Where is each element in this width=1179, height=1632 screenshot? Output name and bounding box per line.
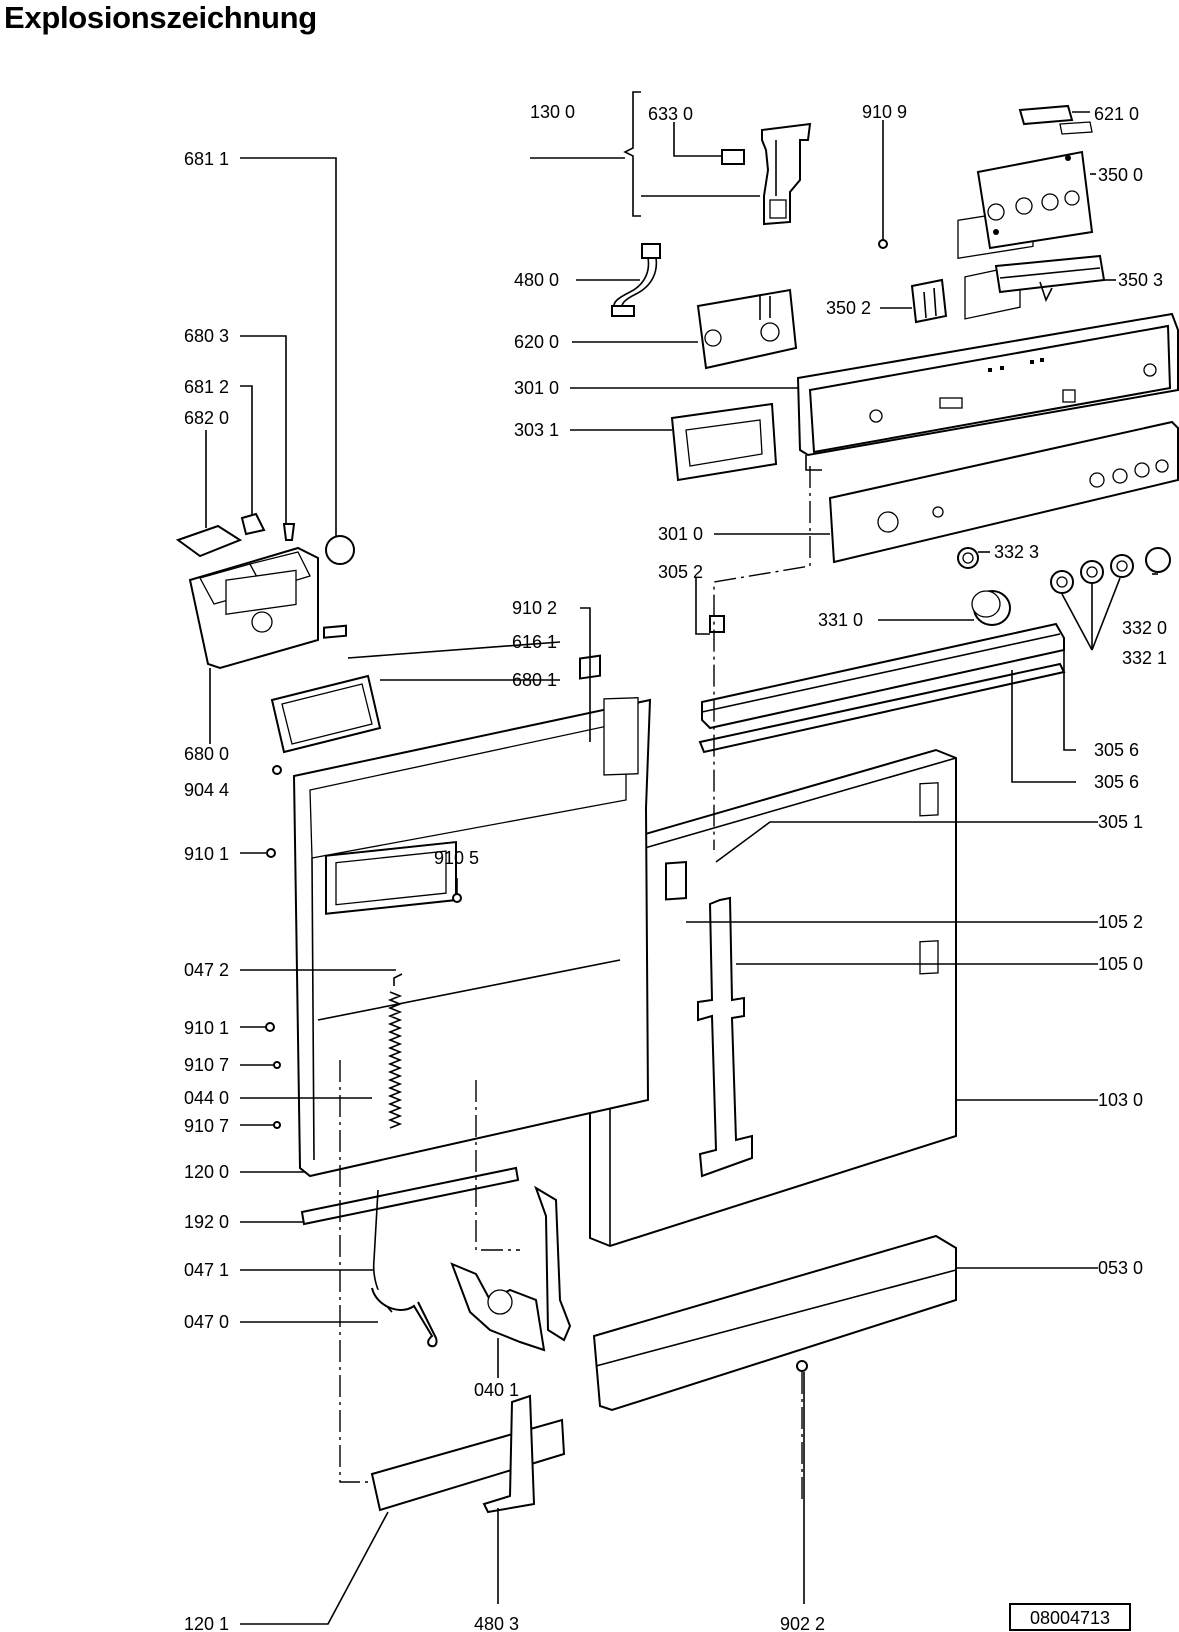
part-label: 902 2 (780, 1614, 825, 1632)
knob-3310 (971, 590, 1011, 626)
assembly-line-a (713, 466, 811, 850)
part-label: 910 1 (184, 844, 229, 864)
part-label: 105 0 (1098, 954, 1143, 974)
part-label: 047 1 (184, 1260, 229, 1280)
screw-9105 (452, 893, 462, 903)
push-buttons-3321 (1050, 554, 1134, 594)
clip-1052 (665, 860, 687, 901)
part-label: 616 1 (512, 632, 557, 652)
part-label: 680 3 (184, 326, 229, 346)
assembly-line-b (339, 1060, 372, 1483)
part-label: 480 3 (474, 1614, 519, 1632)
detergent-dispenser (188, 546, 319, 670)
control-panel-fascia (828, 264, 1179, 564)
module-6210 (1018, 104, 1093, 135)
leader-lines (205, 111, 1158, 1625)
rail-1050 (697, 896, 753, 1178)
screw-9107-top (273, 1061, 281, 1069)
bracket-3502 (910, 278, 948, 324)
screw-9101-bottom (265, 1022, 275, 1032)
part-label: 053 0 (1098, 1258, 1143, 1278)
drawing-number: 08004713 (1030, 1608, 1110, 1628)
screw-9107-bottom (273, 1121, 281, 1129)
screw-9101-top (266, 848, 276, 858)
part-label: 910 7 (184, 1055, 229, 1075)
part-label: 331 0 (818, 610, 863, 630)
control-panel-housing (796, 207, 1179, 471)
part-label: 910 7 (184, 1116, 229, 1136)
part-label: 303 1 (514, 420, 559, 440)
part-label: 105 2 (1098, 912, 1143, 932)
part-label: 103 0 (1098, 1090, 1143, 1110)
part-label: 680 0 (184, 744, 229, 764)
hinge-0401 (450, 1185, 572, 1352)
part-label: 680 1 (512, 670, 557, 690)
page-title: Explosionszeichnung (4, 0, 317, 35)
lever-6812 (240, 512, 266, 536)
part-label: 044 0 (184, 1088, 229, 1108)
selector-knob-3323 (957, 547, 979, 569)
part-label: 480 0 (514, 270, 559, 290)
part-label: 910 1 (184, 1018, 229, 1038)
support-4803 (482, 1394, 536, 1514)
part-label: 301 0 (514, 378, 559, 398)
part-label: 332 1 (1122, 648, 1167, 668)
part-label: 192 0 (184, 1212, 229, 1232)
group-brace (623, 91, 641, 217)
cord-guide-0470 (371, 1287, 438, 1348)
part-label: 904 4 (184, 780, 229, 800)
clip-6803 (282, 523, 296, 541)
part-label: 301 0 (658, 524, 703, 544)
part-label: 350 0 (1098, 165, 1143, 185)
part-label: 681 2 (184, 377, 229, 397)
part-label: 130 0 (530, 102, 575, 122)
screw-9109 (878, 239, 888, 249)
cap-3320 (1145, 547, 1171, 573)
panel-bracket (670, 402, 778, 482)
part-label: 620 0 (514, 332, 559, 352)
gasket-6801-inner (281, 683, 373, 745)
part-6161 (323, 624, 347, 639)
seal-6820 (175, 524, 243, 558)
plate-1201 (370, 1418, 566, 1512)
part-label: 332 3 (994, 542, 1039, 562)
clip-9022 (796, 1360, 808, 1372)
door-spring (387, 973, 403, 1129)
part-label: 120 1 (184, 1614, 229, 1632)
part-label: 120 0 (184, 1162, 229, 1182)
part-label: 047 2 (184, 960, 229, 980)
electronic-module (696, 288, 798, 370)
part-label: 350 2 (826, 298, 871, 318)
rail-3503 (994, 254, 1106, 303)
part-label: 350 3 (1118, 270, 1163, 290)
part-label: 305 1 (1098, 812, 1143, 832)
frame-3500 (976, 150, 1094, 250)
drawing-number-box: 08004713 (1009, 1603, 1131, 1631)
part-label: 910 2 (512, 598, 557, 618)
base-plate-0530 (592, 1234, 957, 1412)
inner-door-frame (292, 697, 652, 1178)
part-label: 305 6 (1094, 740, 1139, 760)
part-label: 047 0 (184, 1312, 229, 1332)
part-label: 040 1 (474, 1380, 519, 1400)
part-label: 332 0 (1122, 618, 1167, 638)
screw-9044 (272, 765, 282, 775)
part-label-layer: 130 0 633 0 910 9 621 0 681 1 350 0 480 … (184, 102, 1167, 1632)
part-label: 305 2 (658, 562, 703, 582)
part-label: 682 0 (184, 408, 229, 428)
part-label: 633 0 (648, 104, 693, 124)
part-label: 910 9 (862, 102, 907, 122)
door-lock-assembly (721, 122, 812, 226)
part-label: 621 0 (1094, 104, 1139, 124)
part-label: 910 5 (434, 848, 479, 868)
wiring-harness (611, 243, 661, 317)
spacer-3052 (709, 615, 725, 633)
rail-1920 (300, 1166, 520, 1226)
part-label: 305 6 (1094, 772, 1139, 792)
cap-6811 (325, 535, 355, 565)
part-label: 681 1 (184, 149, 229, 169)
assembly-line-c (475, 1080, 520, 1251)
